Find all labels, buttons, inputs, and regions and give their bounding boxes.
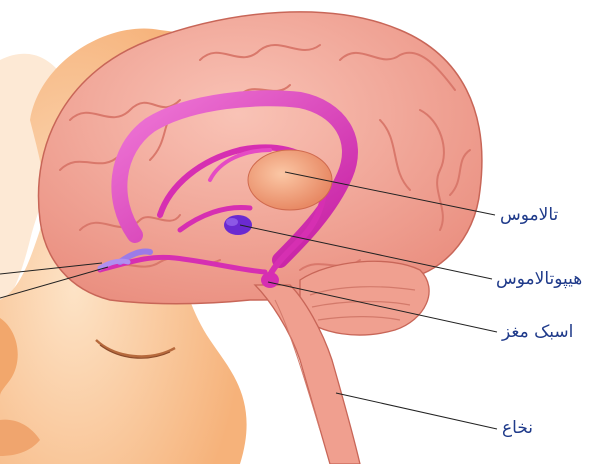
label-spinal-cord: نخاع bbox=[502, 418, 533, 438]
leader-spinal bbox=[336, 393, 497, 429]
thalamus-shape bbox=[248, 150, 332, 210]
hypothalamus-shape bbox=[224, 215, 252, 235]
cerebellum bbox=[300, 261, 429, 335]
mamillary-body bbox=[261, 272, 279, 288]
label-thalamus: تالاموس bbox=[500, 205, 558, 225]
label-medulla-brain: اسبک مغز bbox=[502, 322, 573, 342]
label-hypothalamus: هیپوتالاموس bbox=[496, 269, 582, 289]
